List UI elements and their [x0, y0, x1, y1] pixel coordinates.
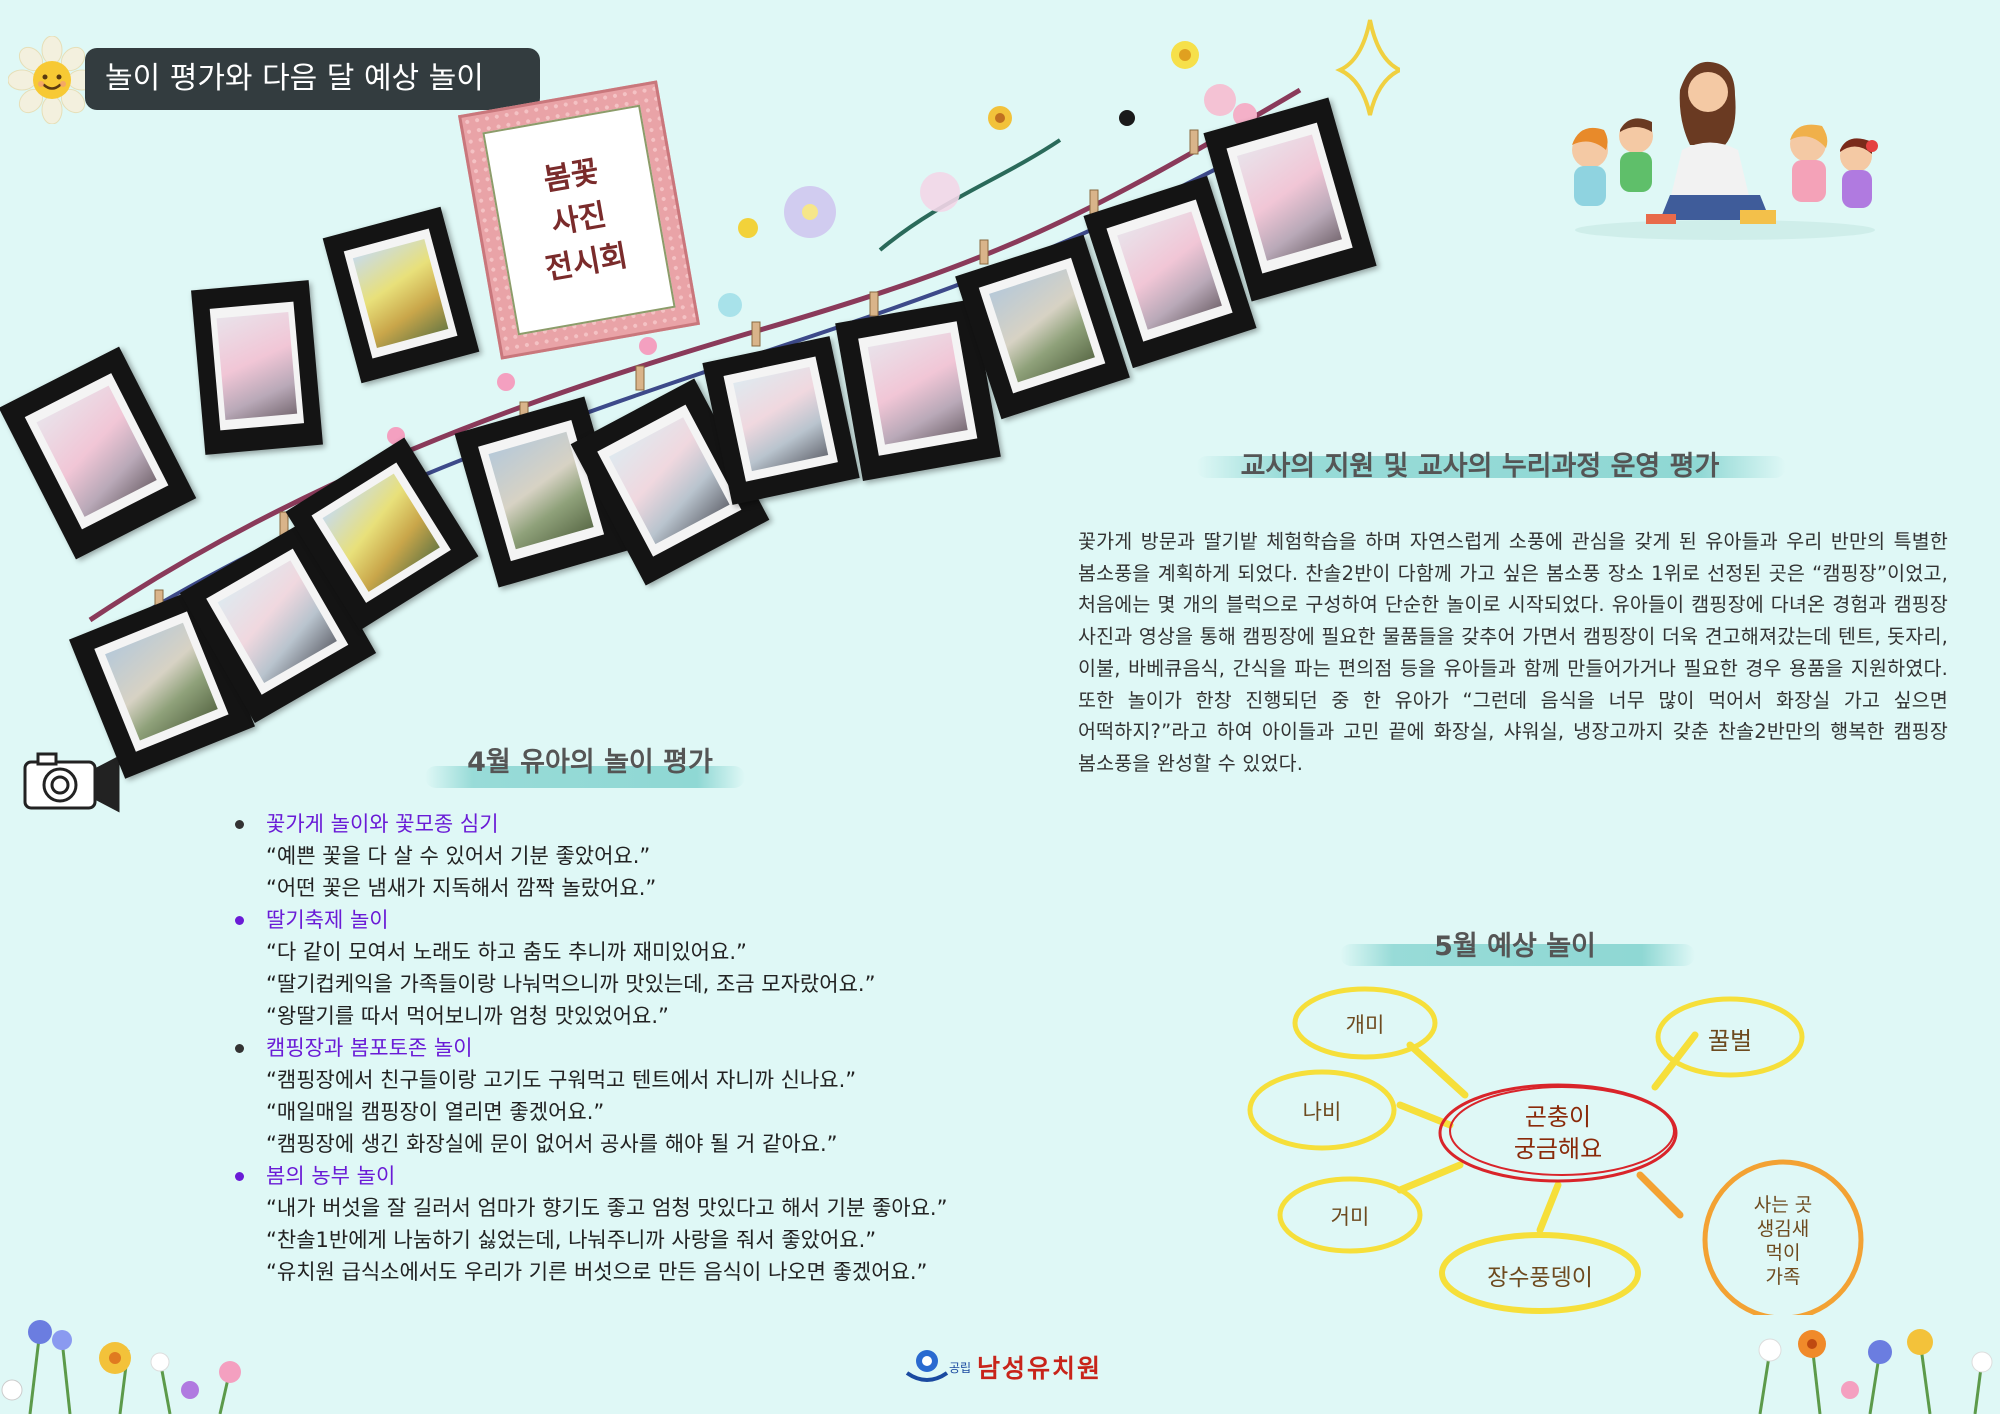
feature-label: 사는 곳	[1753, 1194, 1813, 1216]
center-label-line: 궁금해요	[1513, 1135, 1603, 1163]
node-label-ant: 개미	[1345, 1013, 1385, 1037]
features-node-label: 사는 곳 생김새 먹이 가족	[1723, 1193, 1843, 1289]
list-item: 딸기축제 놀이 “다 같이 모여서 노래도 하고 춤도 추니까 재미있어요.” …	[230, 904, 1030, 1032]
bee-node	[1655, 996, 1805, 1078]
april-evaluation-list: 꽃가게 놀이와 꽃모종 심기 “예쁜 꽃을 다 살 수 있어서 기분 좋았어요.…	[230, 808, 1030, 1288]
teacher-section-title: 교사의 지원 및 교사의 누리과정 운영 평가	[1240, 451, 1720, 482]
child-quote: “매일매일 캠핑장이 열리면 좋겠어요.”	[266, 1100, 605, 1124]
child-quote: “찬솔1반에게 나눔하기 싫었는데, 나눠주니까 사랑을 줘서 좋았어요.”	[266, 1228, 877, 1252]
title-highlight	[1196, 456, 1786, 478]
play-topic: 캠핑장과 봄포토존 놀이	[266, 1036, 473, 1060]
flower-border-left	[1, 1320, 241, 1414]
logo-text: 남성유치원	[977, 1354, 1103, 1383]
logo-emblem-icon	[905, 1350, 949, 1382]
camera-icon	[23, 752, 120, 813]
child-quote: “캠핑장에 생긴 화장실에 문이 없어서 공사를 해야 될 거 같아요.”	[266, 1132, 838, 1156]
kindergarten-logo: 공립 남성유치원	[905, 1345, 1105, 1385]
flower-decoration	[387, 41, 1257, 445]
ant-node	[1292, 986, 1438, 1060]
april-section-title: 4월 유아의 놀이 평가	[467, 747, 713, 778]
child-quote: “유치원 급식소에서도 우리가 기른 버섯으로 만든 음식이 나오면 좋겠어요.…	[266, 1260, 928, 1284]
center-node-label: 곤충이 궁금해요	[1478, 1101, 1638, 1165]
center-label-line: 곤충이	[1524, 1103, 1592, 1131]
features-node	[1702, 1159, 1864, 1315]
play-topic: 딸기축제 놀이	[266, 908, 389, 932]
title-highlight	[1340, 944, 1695, 966]
bullet-icon	[235, 820, 244, 829]
garland-string	[88, 87, 1302, 623]
bullet-icon	[235, 1044, 244, 1053]
play-topic: 봄의 농부 놀이	[266, 1164, 396, 1188]
child-quote: “다 같이 모여서 노래도 하고 춤도 추니까 재미있어요.”	[266, 940, 747, 964]
node-label-spider: 거미	[1330, 1205, 1370, 1229]
child-quote: “어떤 꽃은 냄새가 지독해서 깜짝 놀랐어요.”	[266, 876, 657, 900]
bullet-icon	[235, 1172, 244, 1181]
bullet-icon	[235, 916, 244, 925]
teacher-evaluation-paragraph: 꽃가게 방문과 딸기밭 체험학습을 하며 자연스럽게 소풍에 관심을 갖게 된 …	[1078, 530, 1948, 775]
title-highlight	[425, 766, 745, 788]
photo-frame	[191, 280, 323, 455]
list-item: 꽃가게 놀이와 꽃모종 심기 “예쁜 꽃을 다 살 수 있어서 기분 좋았어요.…	[230, 808, 1030, 904]
child-quote: “캠핑장에서 친구들이랑 고기도 구워먹고 텐트에서 자니까 신나요.”	[266, 1068, 857, 1092]
butterfly-node	[1247, 1069, 1397, 1151]
list-item: 봄의 농부 놀이 “내가 버섯을 잘 길러서 엄마가 향기도 좋고 엄청 맛있다…	[230, 1160, 1030, 1288]
feature-label: 생김새	[1756, 1218, 1810, 1240]
list-item: 캠핑장과 봄포토존 놀이 “캠핑장에서 친구들이랑 고기도 구워먹고 텐트에서 …	[230, 1032, 1030, 1160]
sparkle-icon	[1335, 19, 1400, 116]
feature-label: 가족	[1765, 1266, 1801, 1288]
feature-label: 먹이	[1765, 1242, 1801, 1264]
child-quote: “왕딸기를 따서 먹어보니까 엄청 맛있었어요.”	[266, 1004, 669, 1028]
child-quote: “예쁜 꽃을 다 살 수 있어서 기분 좋았어요.”	[266, 844, 651, 868]
node-label-beetle: 장수풍뎅이	[1487, 1265, 1593, 1291]
child-quote: “딸기컵케익을 가족들이랑 나눠먹으니까 맛있는데, 조금 모자랐어요.”	[266, 972, 876, 996]
may-section-title: 5월 예상 놀이	[1434, 931, 1596, 962]
logo-prefix: 공립	[949, 1361, 972, 1375]
page-title: 놀이 평가와 다음 달 예상 놀이	[85, 48, 540, 110]
spider-node	[1277, 1176, 1423, 1254]
node-label-bee: 꿀벌	[1707, 1027, 1753, 1055]
exhibition-poster: 봄꽃 사진 전시회	[458, 80, 700, 360]
insect-mind-map: 개미 꿀벌 나비 거미 장수풍뎅이 곤충이 궁금해요 사는 곳 생김새 먹이 가…	[1240, 975, 1880, 1315]
child-quote: “내가 버섯을 잘 길러서 엄마가 향기도 좋고 엄청 맛있다고 해서 기분 좋…	[266, 1196, 948, 1220]
node-label-butterfly: 나비	[1302, 1100, 1342, 1124]
play-topic: 꽃가게 놀이와 꽃모종 심기	[266, 812, 499, 836]
teacher-children-illustration	[1572, 61, 1878, 240]
sun-icon	[8, 36, 96, 124]
flower-border-right	[1758, 1329, 1993, 1414]
beetle-node	[1439, 1232, 1641, 1314]
center-node	[1438, 1083, 1678, 1183]
